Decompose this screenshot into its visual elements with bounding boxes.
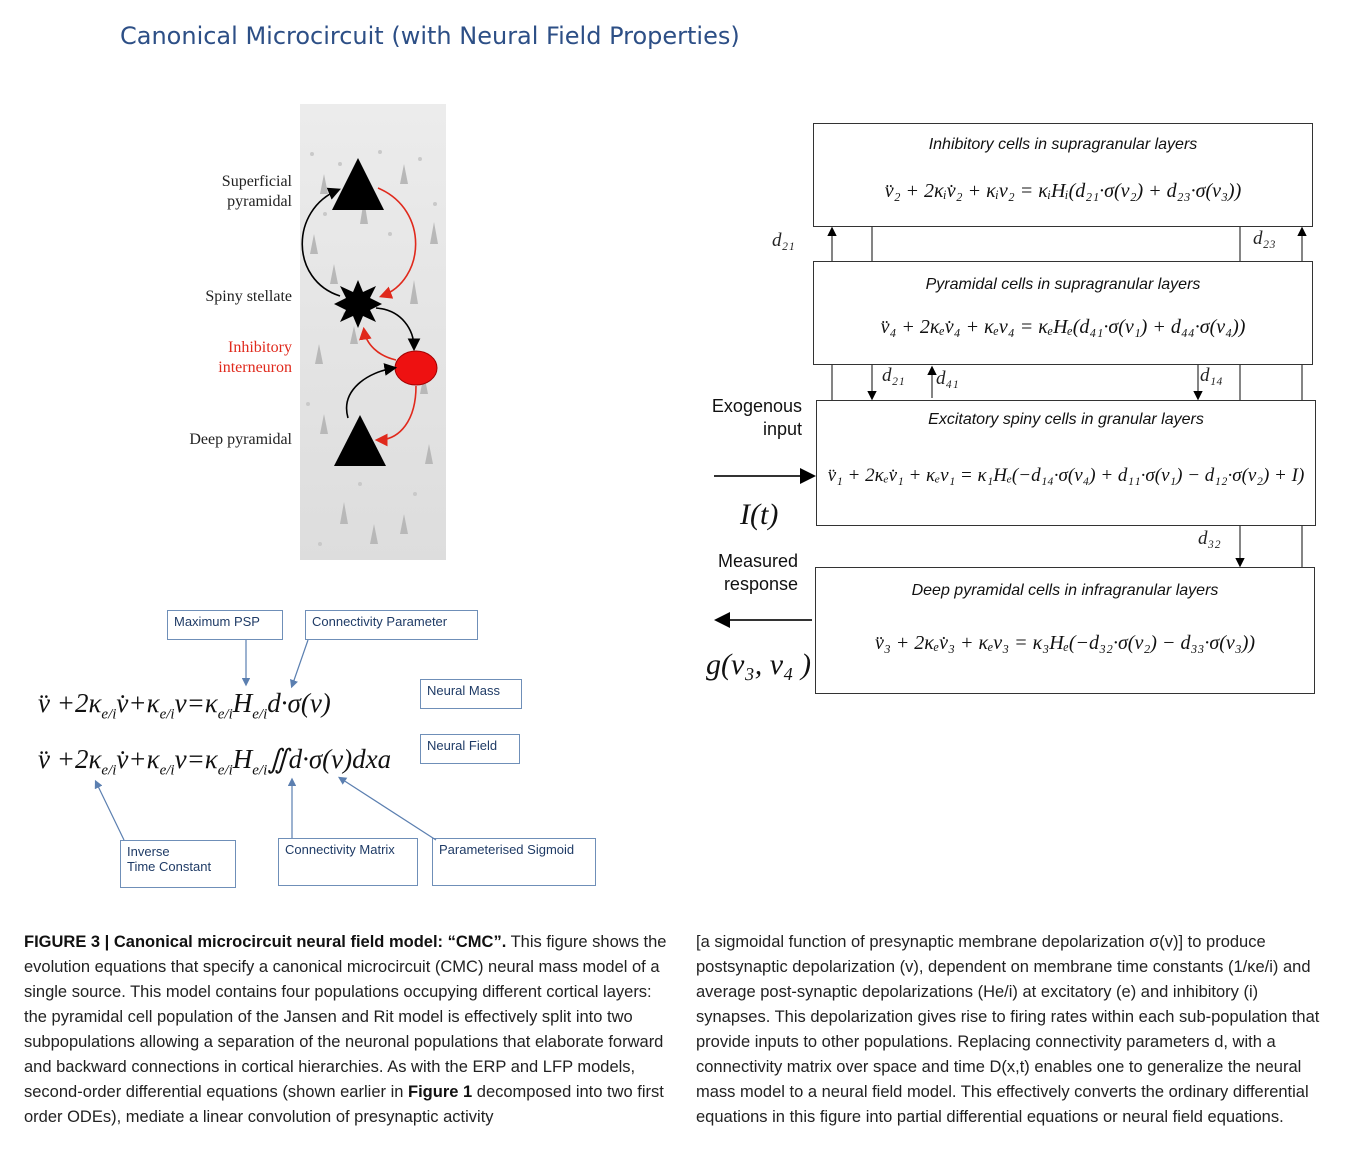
neural-field-equation: v̈ +2κe/iv̇+κe/iv=κe/iHe/i∬d·σ(v)dxa [38,744,392,779]
inhibitory-block-equation: v̈₂ + 2κᵢv̇₂ + κᵢv₂ = κᵢHᵢ(d₂₁·σ(v₂) + d… [884,180,1242,202]
d41-label: d₄₁ [936,368,959,389]
spiny-to-superficial-connection [301,187,341,297]
inhibitory-to-deep-connection [374,385,417,447]
cortex-illustration [300,104,446,560]
inhibitory-interneuron-cell [394,350,438,386]
block-connections [714,226,1307,628]
excitatory-block-title: Excitatory spiny cells in granular layer… [928,411,1204,428]
caption-figure-reference[interactable]: Figure 1 [408,1083,473,1101]
deep-block: Deep pyramidal cells in infragranular la… [815,567,1315,694]
microcircuit-diagram [301,158,438,466]
deep-to-inhibitory-connection [345,363,398,419]
caption-left: FIGURE 3 | Canonical microcircuit neural… [24,930,668,1130]
d21-mid-label: d₂₁ [882,365,905,386]
measured-response-label: Measured response [717,551,798,594]
caption-right: [a sigmoidal function of presynaptic mem… [696,933,1320,1126]
deep-block-title: Deep pyramidal cells in infragranular la… [911,582,1219,599]
superficial-pyramidal-label: Superficial pyramidal [221,173,292,210]
parameterised-sigmoid-box: Parameterised Sigmoid [432,838,596,886]
spiny-stellate-label: Spiny stellate [205,288,292,305]
caption-left-text-a: This figure shows the evolution equation… [24,933,667,1101]
output-function-label: g(v₃, v₄ ) [706,648,811,681]
pyramidal-block: Pyramidal cells in supragranular layers … [813,261,1313,365]
connectivity-parameter-box: Connectivity Parameter [305,610,478,640]
excitatory-block: Excitatory spiny cells in granular layer… [816,400,1316,526]
neural-mass-equation: v̈ +2κe/iv̇+κe/iv=κe/iHe/id·σ(v) [38,688,331,723]
spiny-stellate-neuron [334,280,382,328]
d32-label: d₃₂ [1198,528,1221,549]
max-psp-box: Maximum PSP [167,610,283,640]
deep-pyramidal-label: Deep pyramidal [189,431,292,448]
neural-mass-box: Neural Mass [420,679,522,709]
deep-block-equation: v̈₃ + 2κₑv̇₃ + κₑv₃ = κ₃Hₑ(−d₃₂·σ(v₂) − … [874,632,1256,654]
excitatory-block-equation: v̈₁ + 2κₑv̇₁ + κₑv₁ = κ₁Hₑ(−d₁₄·σ(v₄) + … [827,465,1305,486]
d21-top-label: d₂₁ [772,230,795,251]
inverse-time-constant-box: Inverse Time Constant [120,840,236,888]
d14-label: d₁₄ [1200,365,1223,386]
exogenous-input-label: Exogenous input [711,396,802,439]
connectivity-matrix-box: Connectivity Matrix [278,838,418,886]
superficial-to-spiny-connection [377,187,417,299]
neural-field-box: Neural Field [420,734,520,764]
superficial-pyramidal-neuron [332,158,384,210]
annotation-pointers [94,639,437,841]
inhibitory-to-spiny-connection [359,326,397,361]
inhibitory-interneuron-label: Inhibitory interneuron [218,339,292,376]
neuron-texture [306,150,438,546]
pyramidal-block-equation: v̈₄ + 2κₑv̇₄ + κₑv₄ = κₑHₑ(d₄₁·σ(v₁) + d… [880,316,1246,338]
deep-pyramidal-neuron [334,415,386,466]
inhibitory-block: Inhibitory cells in supragranular layers… [813,123,1313,227]
d23-label: d₂₃ [1253,228,1276,249]
caption-left-text-b: decomposed into two first order ODEs), m… [24,1083,664,1126]
pyramidal-block-title: Pyramidal cells in supragranular layers [925,276,1201,293]
spiny-to-inhibitory-connection [375,307,421,352]
input-function-label: I(t) [740,498,779,531]
caption-label: FIGURE 3 | Canonical microcircuit neural… [24,933,507,951]
figure-title: Canonical Microcircuit (with Neural Fiel… [120,22,740,50]
inhibitory-block-title: Inhibitory cells in supragranular layers [928,136,1198,153]
